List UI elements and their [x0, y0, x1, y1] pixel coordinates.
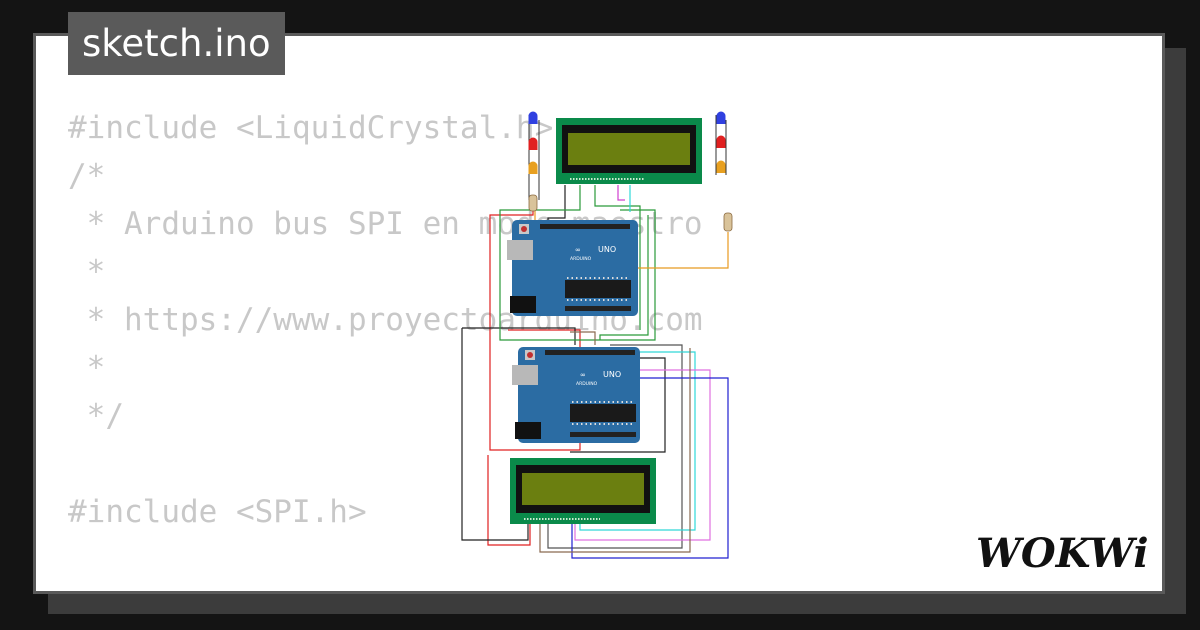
uno-label-bottom: UNO	[603, 370, 621, 379]
arduino-uno-bottom: ∞ UNO ARDUINO	[512, 347, 640, 443]
file-title: sketch.ino	[68, 12, 285, 75]
arduino-label-top: ARDUINO	[570, 256, 592, 262]
lcd-display-bottom	[510, 458, 656, 524]
code-line: //	[68, 584, 703, 591]
arduino-uno-top: ∞ UNO ARDUINO	[507, 220, 638, 316]
lcd-display-top	[556, 118, 702, 184]
svg-text:∞: ∞	[580, 371, 586, 379]
wokwi-logo: WOKWi	[976, 530, 1149, 577]
uno-label-top: UNO	[598, 245, 616, 254]
svg-text:∞: ∞	[575, 246, 581, 254]
code-line: */	[68, 398, 124, 434]
code-line: *	[68, 254, 106, 290]
code-line: /*	[68, 158, 106, 194]
code-line: *	[68, 350, 106, 386]
code-line: #include <SPI.h>	[68, 494, 367, 530]
led-group-left	[528, 111, 540, 212]
code-preview: #include <LiquidCrystal.h>/* * Arduino b…	[68, 104, 703, 591]
led-group-right	[715, 111, 733, 232]
code-line: #include <LiquidCrystal.h>	[68, 110, 554, 146]
arduino-label-bottom: ARDUINO	[576, 381, 598, 387]
svg-text:WOKWi: WOKWi	[976, 530, 1149, 577]
code-line: * https://www.proyectoarduino.com	[68, 302, 703, 338]
circuit-diagram: ∞ UNO ARDUINO ∞ UNO ARDUINO	[461, 111, 733, 559]
